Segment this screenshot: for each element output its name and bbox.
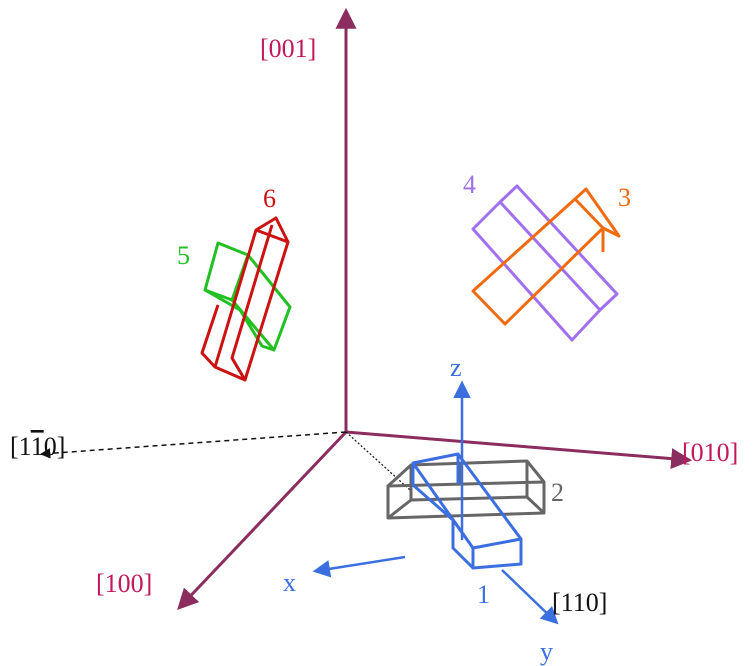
box-4: 4 (463, 170, 619, 342)
box-4-outline (471, 184, 619, 342)
box-6-label: 6 (263, 184, 276, 213)
direction-1-10-label: [110] (10, 432, 65, 461)
box-1-label: 1 (477, 580, 490, 609)
local-y-axis (501, 569, 559, 625)
box-2-label: 2 (551, 478, 564, 507)
box-4-label: 4 (463, 170, 476, 199)
axis-100-label: [100] (96, 569, 152, 598)
local-axes: z x y [110] (283, 353, 607, 666)
local-x-label: x (283, 568, 296, 597)
box-3-label: 3 (618, 183, 631, 212)
direction-1-10-label-suffix: 0] (44, 432, 66, 461)
axis-010-line (345, 430, 693, 470)
direction-1-10-label-prefix: [1 (10, 432, 31, 461)
direction-1-10-line (39, 431, 347, 459)
box-1-outline (411, 452, 523, 570)
axis-010-label: [010] (682, 438, 738, 467)
local-z-label: z (450, 353, 462, 382)
direction-110-label: [110] (552, 588, 607, 617)
direction-1-10: [110] (10, 431, 347, 461)
axis-001-label: [001] (260, 34, 316, 63)
box-2: 2 (386, 459, 564, 520)
axis-100-line (177, 430, 348, 611)
box-3: 3 (471, 183, 631, 326)
dotted-guide-line (345, 431, 411, 491)
direction-1-10-label-bar: 1 (31, 432, 44, 461)
box-2-outline (386, 459, 546, 520)
box-6: 6 (200, 184, 290, 382)
local-y-label: y (540, 637, 553, 666)
crystal-axes: [001] [010] [100] (96, 7, 738, 611)
box-5: 5 (177, 241, 292, 352)
box-6-outline (200, 216, 290, 382)
box-3-outline (471, 187, 621, 326)
local-x-axis (312, 555, 406, 578)
box-5-label: 5 (177, 241, 190, 270)
box-1: 1 (411, 452, 523, 609)
